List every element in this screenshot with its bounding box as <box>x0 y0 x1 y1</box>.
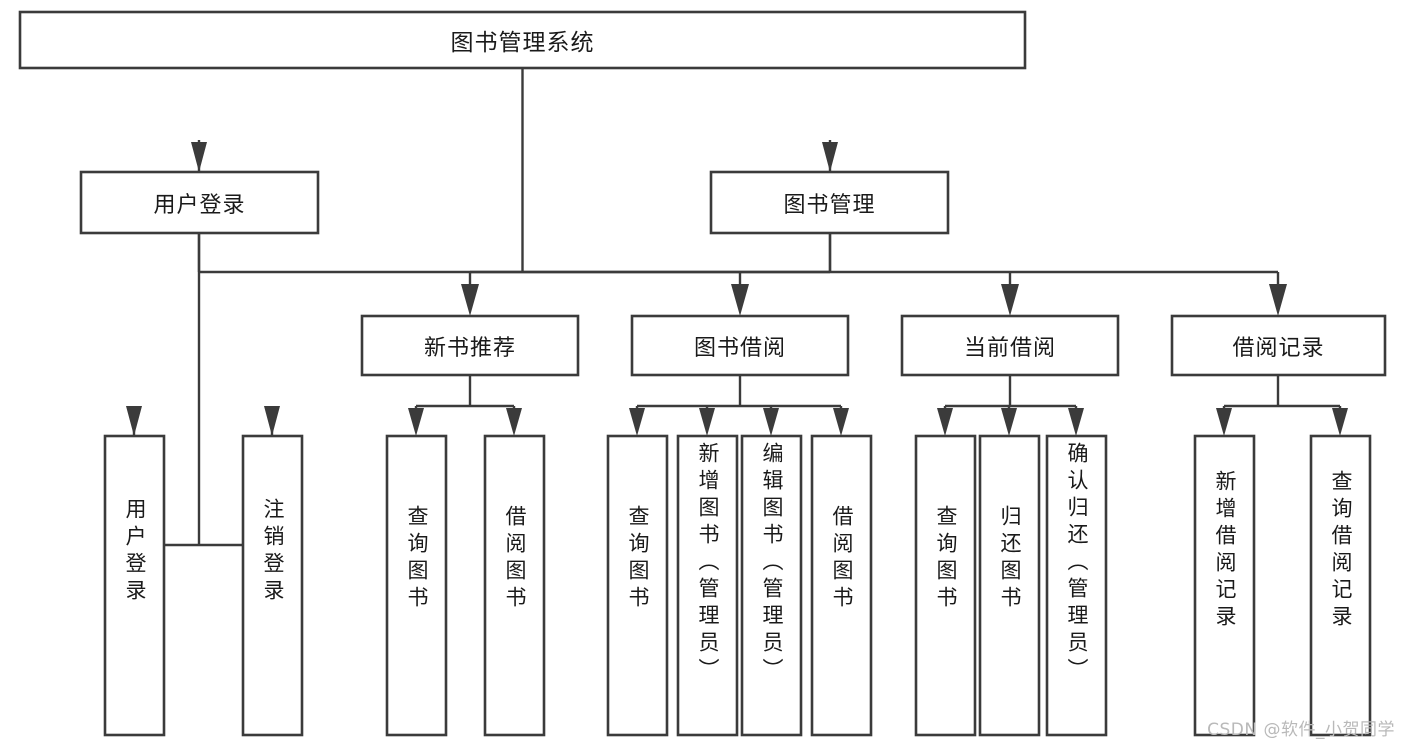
node-leaf-borrow-book-2[interactable] <box>810 434 873 737</box>
arrow-head-leaf-add-record <box>1216 408 1232 436</box>
node-leaf-add-record[interactable] <box>1193 434 1256 737</box>
arrow-head-new-book-rec <box>461 284 479 316</box>
node-leaf-logout[interactable] <box>241 434 304 737</box>
arrow-head-book-borrow <box>731 284 749 316</box>
arrow-head-leaf-borrow-book-1 <box>506 408 522 436</box>
node-user-login[interactable] <box>79 170 320 235</box>
arrow-head-borrow-record <box>1269 284 1287 316</box>
node-box-layer <box>18 10 1387 737</box>
arrow-head-leaf-confirm-return <box>1068 408 1084 436</box>
arrow-head-leaf-add-book <box>699 408 715 436</box>
node-book-borrow[interactable] <box>630 314 850 377</box>
arrow-head-current-borrow <box>1001 284 1019 316</box>
node-leaf-return-book[interactable] <box>978 434 1041 737</box>
node-borrow-record[interactable] <box>1170 314 1387 377</box>
arrow-head-leaf-query-book-3 <box>937 408 953 436</box>
node-leaf-add-book[interactable] <box>676 434 739 737</box>
node-leaf-borrow-book-1[interactable] <box>483 434 546 737</box>
arrow-head-leaf-user-login <box>126 406 142 436</box>
node-leaf-query-book-2[interactable] <box>606 434 669 737</box>
arrow-head-leaf-logout <box>264 406 280 436</box>
node-book-manage[interactable] <box>709 170 950 235</box>
node-leaf-edit-book[interactable] <box>740 434 803 737</box>
node-leaf-query-book-1[interactable] <box>385 434 448 737</box>
node-current-borrow[interactable] <box>900 314 1120 377</box>
arrow-head-leaf-query-record <box>1332 408 1348 436</box>
arrow-head-leaf-return-book <box>1001 408 1017 436</box>
arrow-head-leaf-borrow-book-2 <box>833 408 849 436</box>
arrow-head-user-login <box>191 142 207 172</box>
node-new-book-rec[interactable] <box>360 314 580 377</box>
node-leaf-confirm-return[interactable] <box>1045 434 1108 737</box>
arrow-head-leaf-edit-book <box>763 408 779 436</box>
arrow-head-leaf-query-book-1 <box>408 408 424 436</box>
node-root[interactable] <box>18 10 1027 70</box>
node-leaf-query-record[interactable] <box>1309 434 1372 737</box>
node-leaf-query-book-3[interactable] <box>914 434 977 737</box>
node-leaf-user-login[interactable] <box>103 434 166 737</box>
arrow-head-leaf-query-book-2 <box>629 408 645 436</box>
connector-layer <box>126 68 1348 547</box>
arrow-head-book-manage <box>822 142 838 172</box>
